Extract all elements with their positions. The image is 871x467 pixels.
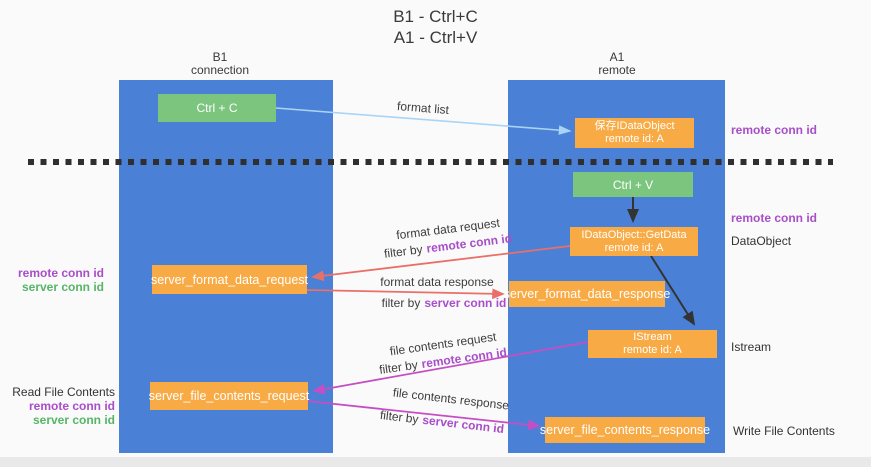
diagram-title-line1: B1 - Ctrl+C <box>393 7 478 26</box>
diagram-title: B1 - Ctrl+C A1 - Ctrl+V <box>0 6 871 48</box>
left-remote-conn-id: remote conn id <box>17 266 104 280</box>
right-remote-conn-id-mid: remote conn id <box>731 211 818 225</box>
format-list-label: format list <box>396 98 450 118</box>
column-b1-name: B1 <box>212 50 228 64</box>
node-ctrl-v: Ctrl + V <box>573 172 693 197</box>
istream-line1: IStream <box>633 331 672 343</box>
node-ctrl-c: Ctrl + C <box>158 94 276 122</box>
copy-paste-separator-dashed-line <box>28 159 833 165</box>
node-server-format-data-response: server_format_data_response <box>504 281 670 307</box>
diagram-title-line2: A1 - Ctrl+V <box>393 28 478 47</box>
format-data-response-label: format data response <box>380 275 494 289</box>
node-server-file-contents-response: server_file_contents_response <box>540 417 710 443</box>
server-conn-id-text: server conn id <box>424 296 507 310</box>
left-conn-id-block: remote conn id server conn id <box>8 266 104 294</box>
save-idataobject-line2: remote id: A <box>605 133 664 145</box>
file-contents-response-label: file contents response <box>392 385 510 413</box>
save-idataobject-line1: 保存IDataObject <box>594 120 675 132</box>
bottom-edge-strip <box>0 457 871 467</box>
filter-by-text: filter by <box>381 296 421 310</box>
node-istream: IStream remote id: A <box>588 330 717 358</box>
node-save-idataobject: 保存IDataObject remote id: A <box>575 118 694 148</box>
format-response-label: server_format_data_response <box>503 287 671 301</box>
column-header-a1: A1 remote <box>542 51 692 77</box>
ctrl-c-label: Ctrl + C <box>196 101 238 115</box>
right-remote-conn-id-top: remote conn id <box>731 123 818 137</box>
node-idataobject-getdata: IDataObject::GetData remote id: A <box>570 227 698 256</box>
filter-by-text: filter by <box>383 242 424 261</box>
filter-by-text: filter by <box>379 407 420 427</box>
right-dataobject-label: DataObject <box>731 234 792 248</box>
left-remote-conn-id-2: remote conn id <box>28 399 115 413</box>
node-server-file-contents-request: server_file_contents_request <box>148 382 310 410</box>
right-write-file-contents-label: Write File Contents <box>733 424 835 438</box>
column-b1-subtitle: connection <box>190 63 250 77</box>
file-request-label: server_file_contents_request <box>148 389 310 403</box>
filter-by-text: filter by <box>378 357 419 377</box>
format-request-label: server_format_data_request <box>150 272 309 287</box>
file-response-label: server_file_contents_response <box>539 423 711 437</box>
format-data-response-arrow <box>306 288 505 300</box>
left-read-file-block: Read File Contents remote conn id server… <box>8 385 115 427</box>
server-conn-id-text: server conn id <box>421 412 505 437</box>
istream-line2: remote id: A <box>623 344 682 356</box>
getdata-line2: remote id: A <box>604 241 664 254</box>
getdata-line1: IDataObject::GetData <box>581 228 687 241</box>
node-server-format-data-request: server_format_data_request <box>150 265 309 294</box>
column-a1-name: A1 <box>609 50 625 64</box>
column-header-b1: B1 connection <box>145 51 295 77</box>
left-server-conn-id: server conn id <box>21 280 104 294</box>
column-a1-subtitle: remote <box>598 63 636 77</box>
read-file-contents-label: Read File Contents <box>12 385 115 399</box>
left-server-conn-id-2: server conn id <box>32 413 115 427</box>
right-istream-label: Istream <box>731 340 772 354</box>
ctrl-v-label: Ctrl + V <box>612 177 654 192</box>
